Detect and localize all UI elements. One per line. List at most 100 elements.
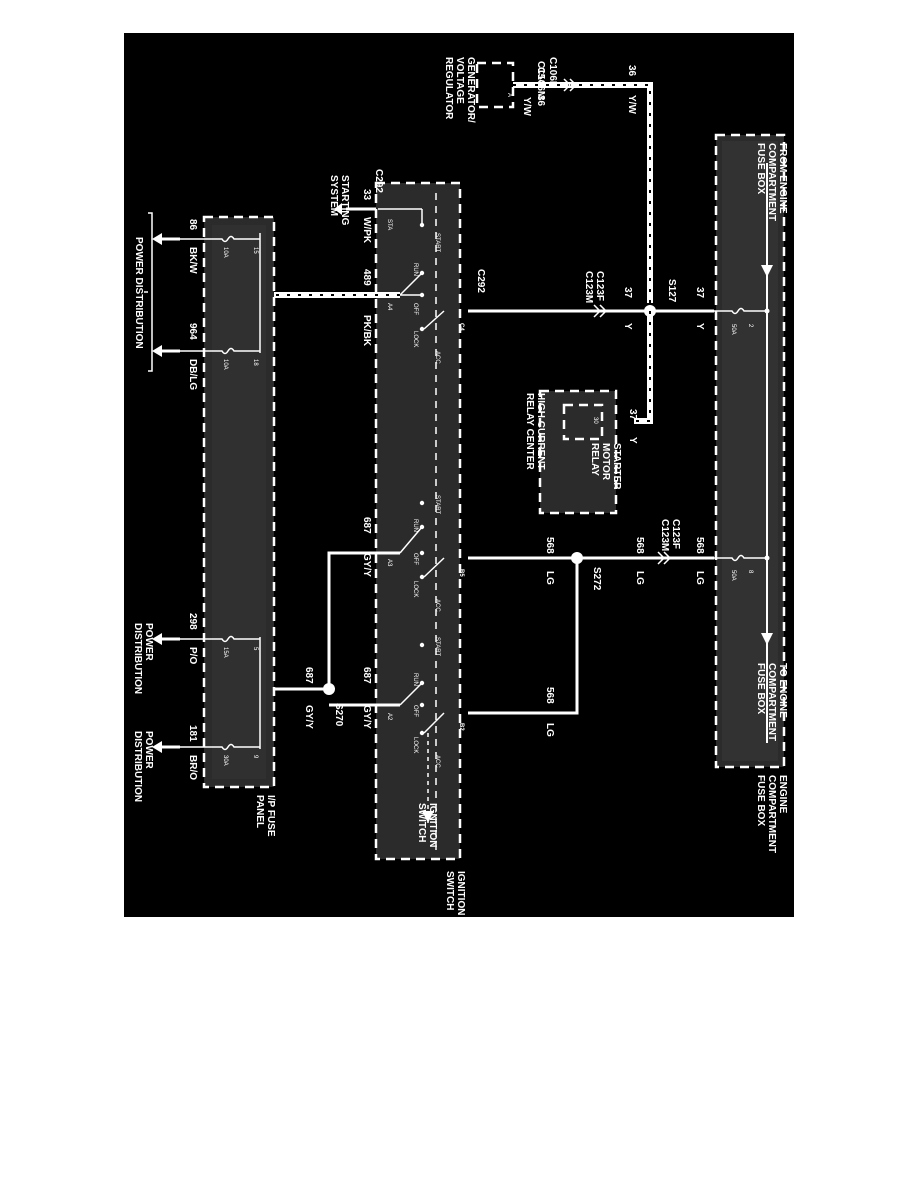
fuse-15-symbol [180, 235, 260, 243]
to-fusebox-line2: COMPARTMENT [766, 663, 777, 741]
ignition-arrow-icon [422, 811, 434, 823]
wire-36-color-a: Y/W [521, 97, 532, 116]
generator-box [475, 61, 515, 109]
wire-568-mid-num: 568 [634, 537, 645, 554]
ignition-title-line1: IGNITION [455, 871, 466, 915]
power-distribution-label: POWER DISTRIBUTION [133, 237, 144, 349]
wire-181-color: BR/O [187, 755, 198, 780]
connector-c292-a: C292 [475, 269, 486, 293]
fuse-18-symbol [180, 347, 260, 355]
relay-center-line1: HIGH CURRENT [535, 393, 546, 470]
starting-line1: STARTING [339, 175, 350, 226]
wire-568-top-color: LG [694, 571, 705, 585]
wire-687-color: GY/Y [361, 553, 372, 577]
diagram-canvas: 2 50A 8 50A FROM ENGINE COMPARTMENT FUSE… [132, 57, 788, 915]
splice-s127-label: S127 [666, 279, 677, 303]
wire-33-num: 33 [361, 189, 372, 201]
ip-fuse-panel-box [180, 215, 276, 789]
splice-s270 [323, 683, 335, 695]
relay-pin-30: 30 [592, 417, 598, 424]
power-dist-b-line2: DISTRIBUTION [132, 731, 143, 802]
connector-c123-icon [593, 304, 608, 318]
ip-output-arrows [152, 233, 180, 753]
power-dist-a-line1: POWER [143, 623, 154, 662]
wire-86-num: 86 [187, 219, 198, 231]
connector-c154: C154 [535, 61, 546, 85]
wire-687b-num: 687 [361, 667, 372, 684]
ip-fuse-line1: I/P FUSE [265, 795, 276, 837]
fuse-2-symbol [714, 307, 767, 315]
wire-568-right-color: LG [544, 723, 555, 737]
power-dist-a-line2: DISTRIBUTION [132, 623, 143, 694]
arrow-down-icon [761, 633, 773, 645]
ignition-title-line2: SWITCH [444, 871, 455, 910]
fuse-18-rating: 10A [222, 359, 228, 370]
generator-pin: A [506, 93, 512, 97]
fuse-18-number: 18 [252, 359, 258, 366]
arrow-left-icon [334, 203, 342, 215]
wire-687b-color: GY/Y [361, 705, 372, 729]
splice-s272-label: S272 [591, 567, 602, 591]
ignition-contacts-2 [399, 500, 445, 580]
ignition-arrow-line2: SWITCH [416, 803, 427, 842]
wire-298-color: P/O [187, 647, 198, 664]
wire-964-num: 964 [187, 323, 198, 340]
fuse-5-rating: 15A [222, 647, 228, 658]
pos-start-2: START [434, 495, 440, 514]
generator-line3: REGULATOR [443, 57, 454, 120]
wire-37-top-num: 37 [694, 287, 705, 299]
wire-964-color: DB/LG [187, 359, 198, 390]
arrow-down-icon [761, 265, 773, 277]
relay-center-box [538, 389, 618, 515]
to-fusebox-line3: FUSE BOX [755, 663, 766, 714]
wiring-diagram: 2 50A 8 50A FROM ENGINE COMPARTMENT FUSE… [124, 33, 794, 917]
fuse-15-rating: 10A [222, 247, 228, 258]
fuse-8-symbol [714, 554, 767, 562]
engine-fuse-box [714, 133, 786, 769]
wire-36-color-b: Y/W [626, 95, 637, 114]
connector-c106-icon [563, 78, 578, 92]
from-fusebox-line3: FUSE BOX [755, 143, 766, 194]
wire-687c-color: GY/Y [303, 705, 314, 729]
to-fusebox-line1: TO ENGINE [777, 663, 788, 718]
pos-run-1: RUN [412, 263, 418, 276]
engine-fusebox-title-1: ENGINE [777, 775, 788, 814]
pos-run-2: RUN [412, 519, 418, 532]
wire-489-num: 489 [361, 269, 372, 286]
connector-c123m-a: C123M [583, 271, 594, 303]
wire-37-top-color: Y [694, 323, 705, 330]
pos-start-1: START [434, 233, 440, 252]
fuse-2-number: 2 [747, 324, 753, 328]
connector-c292-b: C292 [373, 169, 384, 193]
wire-687-num: 687 [361, 517, 372, 534]
fuse-9-rating: 30A [222, 755, 228, 766]
wire-36-num-a: 36 [535, 95, 546, 107]
connector-c123f-a: C123F [594, 271, 605, 301]
wire-36-num-b: 36 [626, 65, 637, 77]
engine-fusebox-title-3: FUSE BOX [755, 775, 766, 826]
pos-off-3: OFF [412, 705, 418, 717]
from-fusebox-line1: FROM ENGINE [777, 143, 788, 214]
connector-c123f-b: C123F [670, 519, 681, 549]
wire-687c-num: 687 [303, 667, 314, 684]
pos-acc-3: ACC [434, 755, 440, 768]
connector-c106f: C106F [547, 57, 558, 87]
starting-line2: SYSTEM [328, 175, 339, 216]
fuse-8-number: 8 [747, 570, 753, 574]
wire-37-mid-color: Y [622, 323, 633, 330]
pin-a3: A3 [386, 559, 392, 567]
relay-wire-color: Y [627, 437, 638, 444]
splice-s270-label: S270 [333, 703, 344, 727]
generator-line1: GENERATOR/ [465, 57, 476, 123]
engine-fusebox-title-2: COMPARTMENT [766, 775, 777, 853]
fuse-9-number: 9 [252, 755, 258, 759]
wire-687-gyy [260, 551, 400, 691]
pos-start-3: START [434, 637, 440, 656]
pos-off-1: OFF [412, 303, 418, 315]
fuse-8-rating: 50A [730, 570, 736, 581]
from-fusebox-line2: COMPARTMENT [766, 143, 777, 221]
fuse-5-number: 5 [252, 647, 258, 651]
pin-a2: A2 [386, 713, 392, 721]
pin-c4: C4 [458, 323, 464, 331]
wire-86-color: BK/W [187, 247, 198, 274]
